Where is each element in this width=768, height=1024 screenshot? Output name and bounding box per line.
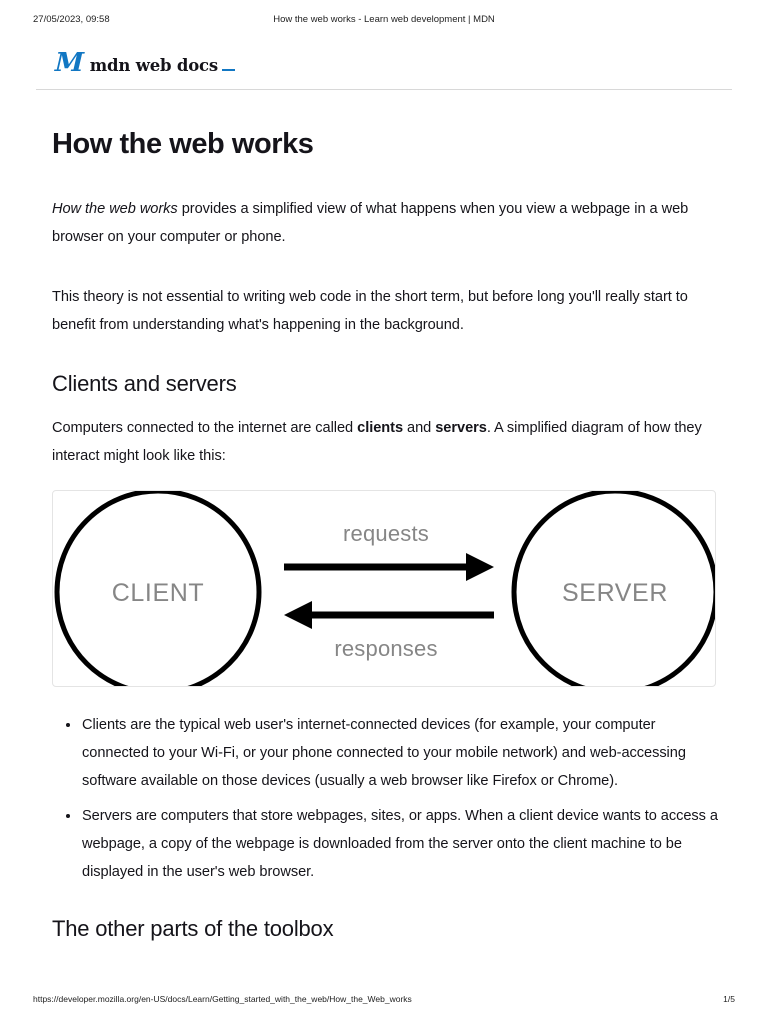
server-circle-icon: [511, 490, 715, 686]
lead-bold-clients: clients: [357, 419, 404, 436]
print-header: 27/05/2023, 09:58 How the web works - Le…: [0, 14, 768, 30]
print-header-title: How the web works - Learn web developmen…: [273, 14, 495, 25]
intro-italic-phrase: How the web works: [52, 201, 178, 218]
requests-label: requests: [343, 521, 429, 546]
article-body: How the web works How the web works prov…: [52, 128, 720, 958]
heading-other-parts-toolbox: The other parts of the toolbox: [52, 915, 334, 941]
print-footer-page-number: 1/5: [723, 994, 735, 1004]
client-node-label: CLIENT: [112, 579, 205, 607]
client-server-diagram-svg: CLIENT SERVER requests responses: [54, 490, 715, 686]
clients-servers-lead: Computers connected to the internet are …: [52, 414, 720, 470]
client-server-diagram: CLIENT SERVER requests responses: [52, 489, 716, 687]
server-node-label: SERVER: [562, 579, 668, 607]
intro-rest-text: provides a simplified view of what happe…: [52, 201, 689, 246]
heading-clients-and-servers: Clients and servers: [52, 371, 237, 397]
list-item-text: Servers are computers that store webpage…: [82, 807, 718, 880]
bullet-icon: [66, 722, 70, 727]
bullet-icon: [66, 813, 70, 818]
mdn-logo[interactable]: M mdn web docs: [54, 48, 235, 80]
mdn-caret-icon: [221, 68, 235, 71]
print-header-date: 27/05/2023, 09:58: [33, 14, 110, 25]
lead-text-3: . A simplified diagram of how they inter…: [52, 419, 702, 464]
header-divider: [36, 89, 732, 90]
mdn-wordmark: mdn web docs: [89, 56, 218, 75]
theory-paragraph: This theory is not essential to writing …: [52, 289, 688, 334]
list-item: Clients are the typical web user's inter…: [66, 711, 720, 795]
mdn-monogram-icon: M: [54, 48, 84, 78]
intro-paragraph: How the web works provides a simplified …: [52, 195, 720, 251]
list-item-text: Clients are the typical web user's inter…: [82, 716, 686, 789]
lead-bold-servers: servers: [435, 419, 487, 436]
client-circle-icon: [54, 490, 262, 686]
print-footer: https://developer.mozilla.org/en-US/docs…: [0, 994, 768, 1008]
requests-arrow-icon: [284, 552, 494, 581]
responses-label: responses: [334, 636, 437, 661]
responses-arrow-icon: [284, 600, 494, 629]
lead-text-2: and: [403, 419, 436, 436]
page-title: How the web works: [52, 128, 314, 160]
list-item: Servers are computers that store webpage…: [66, 802, 720, 886]
clients-servers-list: Clients are the typical web user's inter…: [52, 711, 720, 886]
print-footer-url: https://developer.mozilla.org/en-US/docs…: [33, 994, 412, 1004]
lead-text-1: Computers connected to the internet are …: [52, 419, 358, 436]
